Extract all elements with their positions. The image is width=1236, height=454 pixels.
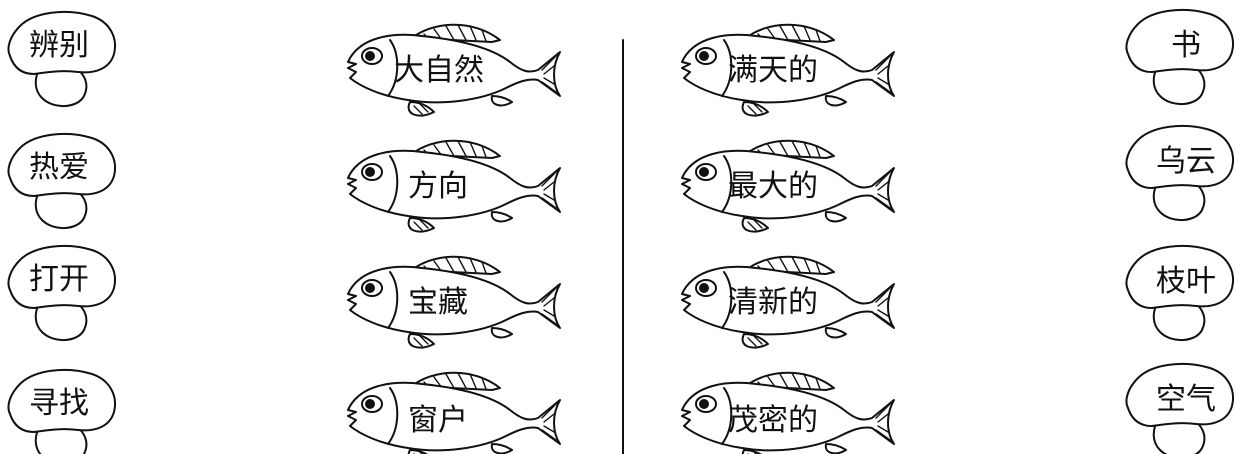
right-fish-label: 最大的 [728,169,818,204]
left-mushroom-3[interactable]: 打开 [7,244,117,342]
right-fish-label: 清新的 [728,285,818,320]
right-fish-2[interactable]: 最大的 [681,139,895,233]
left-fish-3[interactable]: 宝藏 [347,255,561,349]
right-mushroom-1[interactable]: 书 [1125,8,1235,106]
left-mushroom-label: 辨别 [29,28,89,63]
right-mushroom-2[interactable]: 乌云 [1125,124,1235,222]
right-mushroom-4[interactable]: 空气 [1125,362,1235,454]
left-mushroom-2[interactable]: 热爱 [7,132,117,230]
left-fish-label: 宝藏 [408,285,468,320]
right-mushroom-label: 书 [1171,28,1201,63]
right-fish-3[interactable]: 清新的 [681,255,895,349]
left-fish-label: 大自然 [394,53,484,88]
left-mushroom-label: 热爱 [29,150,89,185]
left-fish-4[interactable]: 窗户 [347,371,561,454]
right-fish-4[interactable]: 茂密的 [681,371,895,454]
left-mushroom-label: 寻找 [29,386,89,421]
right-mushroom-label: 乌云 [1156,144,1216,179]
left-mushroom-label: 打开 [29,262,89,297]
left-mushroom-4[interactable]: 寻找 [7,368,117,454]
right-fish-1[interactable]: 满天的 [681,23,895,117]
left-fish-label: 方向 [408,169,468,204]
left-fish-label: 窗户 [408,403,468,438]
right-mushroom-label: 空气 [1156,382,1216,417]
right-fish-label: 满天的 [728,53,818,88]
left-fish-2[interactable]: 方向 [347,139,561,233]
right-mushroom-label: 枝叶 [1156,264,1216,299]
right-mushroom-3[interactable]: 枝叶 [1125,244,1235,342]
right-fish-label: 茂密的 [728,403,818,438]
left-mushroom-1[interactable]: 辨别 [7,10,117,108]
left-fish-1[interactable]: 大自然 [347,23,561,117]
